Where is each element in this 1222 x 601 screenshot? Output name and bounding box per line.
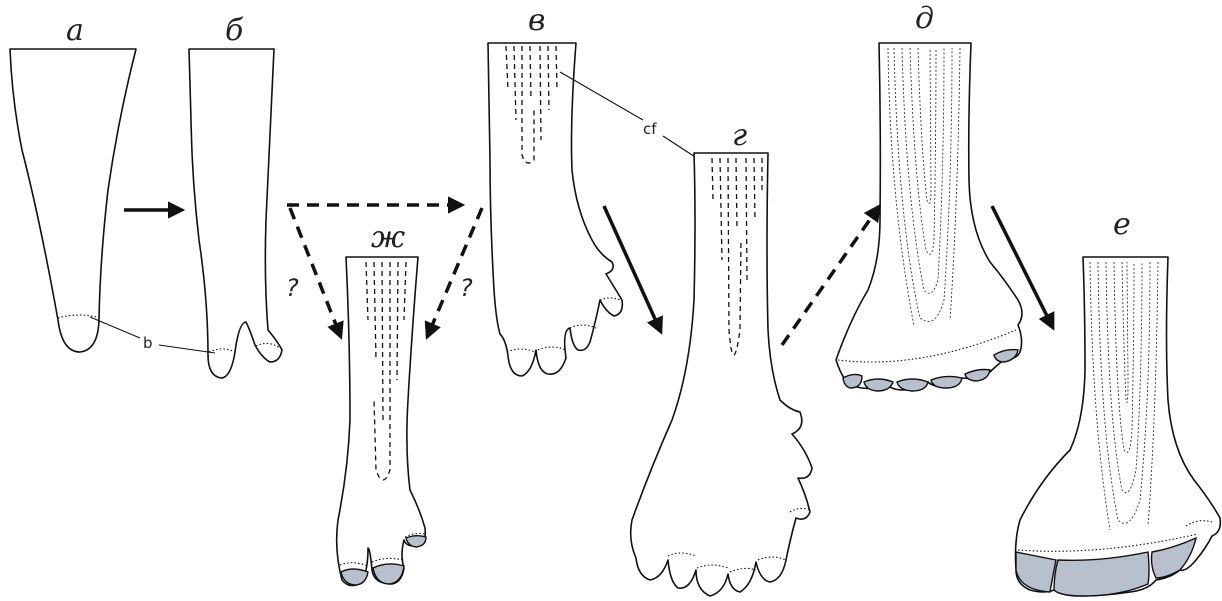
arrow-dashed-left	[290, 208, 340, 335]
question-left: ?	[286, 274, 299, 302]
limb-a	[10, 49, 136, 352]
label-d: д	[915, 1, 934, 36]
label-cf-annotation: cf	[643, 120, 657, 138]
limb-v	[488, 43, 622, 376]
label-v: в	[528, 3, 545, 38]
label-a: a	[66, 13, 84, 48]
question-right: ?	[460, 274, 473, 302]
label-e: е	[1113, 207, 1131, 242]
limb-d	[836, 43, 1022, 391]
label-b-annotation: b	[143, 334, 153, 352]
label-b: б	[225, 13, 244, 48]
limb-e	[1016, 257, 1221, 596]
limb-b	[189, 49, 282, 378]
limb-g	[631, 153, 812, 596]
leader-b-2	[159, 345, 215, 353]
arrow-dashed-right	[428, 208, 482, 335]
limb-zh	[337, 257, 426, 586]
label-g: г	[732, 118, 747, 153]
label-zh: ж	[371, 220, 405, 255]
